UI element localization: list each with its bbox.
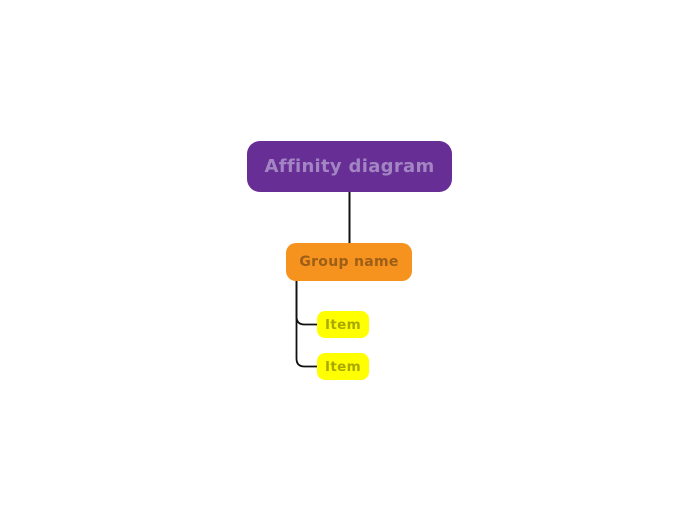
item-node-2-label: Item bbox=[325, 358, 361, 375]
root-node[interactable]: Affinity diagram bbox=[247, 141, 452, 192]
root-node-label: Affinity diagram bbox=[264, 156, 435, 177]
connector-group-to-item-2 bbox=[295, 281, 317, 368]
group-node-label: Group name bbox=[299, 254, 399, 270]
item-node-2[interactable]: Item bbox=[317, 353, 369, 380]
group-node[interactable]: Group name bbox=[286, 243, 412, 281]
connector-group-to-item-1 bbox=[295, 281, 317, 326]
item-node-1-label: Item bbox=[325, 316, 361, 333]
item-node-1[interactable]: Item bbox=[317, 311, 369, 338]
